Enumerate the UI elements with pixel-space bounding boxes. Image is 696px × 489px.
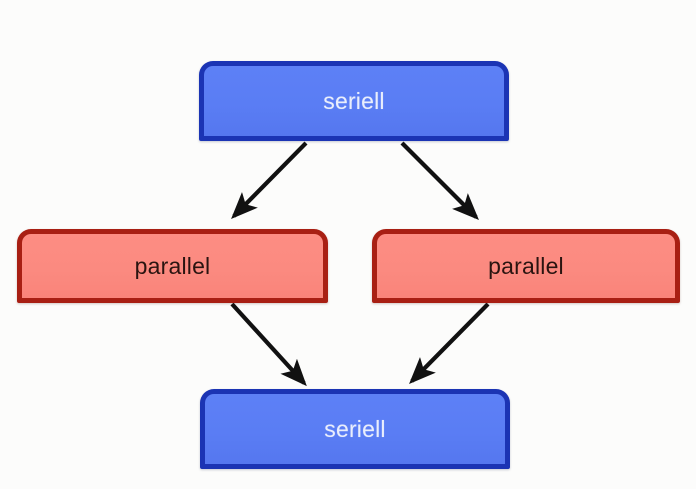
node-parallel-right[interactable]: parallel bbox=[372, 229, 680, 303]
node-serial-bottom-label: seriell bbox=[324, 415, 386, 442]
node-serial-top[interactable]: seriell bbox=[199, 61, 509, 141]
node-parallel-left[interactable]: parallel bbox=[17, 229, 328, 303]
node-serial-top-label: seriell bbox=[323, 87, 385, 114]
edge-parallel-left-to-serial-bottom bbox=[230, 302, 307, 387]
edge-parallel-right-to-serial-bottom bbox=[409, 302, 490, 384]
edge-serial-top-to-parallel-left bbox=[231, 141, 308, 219]
node-parallel-right-label: parallel bbox=[488, 252, 564, 279]
edge-serial-top-to-parallel-right bbox=[400, 141, 479, 220]
node-serial-bottom[interactable]: seriell bbox=[200, 389, 510, 469]
node-parallel-left-label: parallel bbox=[134, 252, 211, 279]
